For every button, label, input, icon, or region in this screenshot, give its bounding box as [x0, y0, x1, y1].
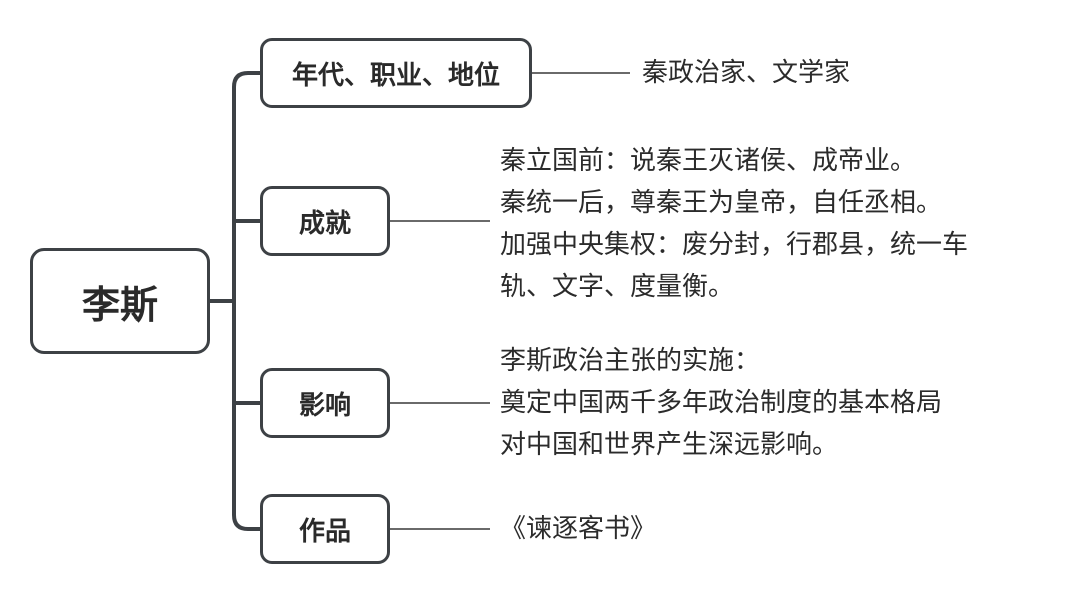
branch-label: 成就 — [298, 208, 351, 239]
leaf-line: 奠定中国两千多年政治制度的基本格局 — [500, 388, 943, 418]
connector-spine — [232, 71, 260, 531]
branch-node-achievements[interactable]: 成就 — [260, 186, 390, 256]
branch-label: 影响 — [298, 390, 351, 421]
branch-label: 年代、职业、地位 — [291, 60, 500, 91]
leaf-text-era-occupation-status: 秦政治家、文学家 — [642, 52, 850, 94]
leaf-text-works: 《谏逐客书》 — [500, 508, 656, 550]
branch-node-era-occupation-status[interactable]: 年代、职业、地位 — [260, 38, 532, 108]
leaf-line: 轨、文字、度量衡。 — [500, 272, 735, 302]
root-label: 李斯 — [81, 282, 158, 327]
leaf-line: 秦立国前：说秦王灭诸侯、成帝业。 — [500, 146, 917, 176]
leaf-line: 《谏逐客书》 — [500, 514, 657, 544]
leaf-line: 加强中央集权：废分封，行郡县，统一车 — [500, 230, 969, 260]
leaf-line: 秦政治家、文学家 — [642, 58, 851, 88]
leaf-line: 李斯政治主张的实施： — [500, 346, 761, 376]
leaf-text-influence: 李斯政治主张的实施： 奠定中国两千多年政治制度的基本格局 对中国和世界产生深远影… — [500, 340, 942, 466]
branch-node-influence[interactable]: 影响 — [260, 368, 390, 438]
leaf-text-achievements: 秦立国前：说秦王灭诸侯、成帝业。 秦统一后，尊秦王为皇帝，自任丞相。 加强中央集… — [500, 140, 968, 308]
root-node[interactable]: 李斯 — [30, 248, 210, 354]
branch-node-works[interactable]: 作品 — [260, 494, 390, 564]
branch-label: 作品 — [298, 516, 351, 547]
leaf-line: 对中国和世界产生深远影响。 — [500, 430, 839, 460]
leaf-line: 秦统一后，尊秦王为皇帝，自任丞相。 — [500, 188, 943, 218]
